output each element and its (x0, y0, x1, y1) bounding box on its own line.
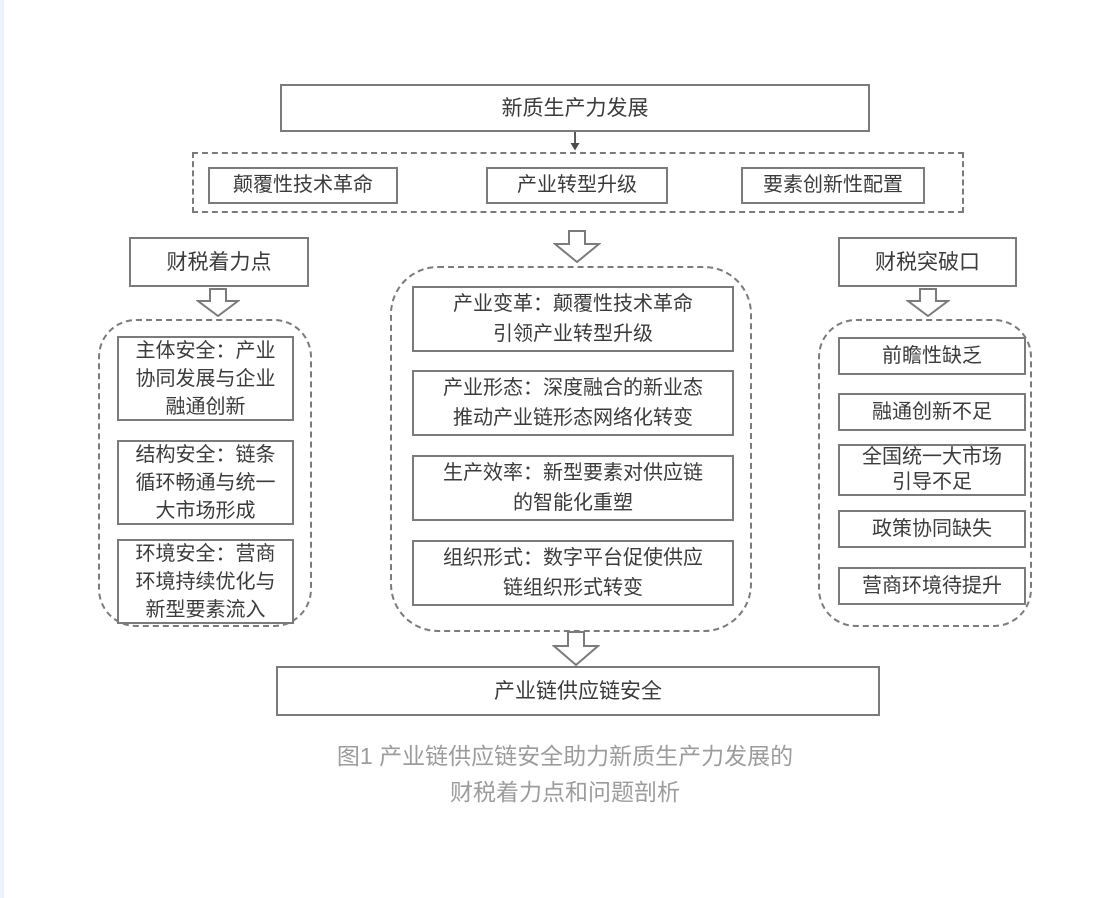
node-lack-of-foresight: 前瞻性缺乏 (838, 337, 1026, 375)
node-organizational-form: 组织形式：数字平台促使供应 链组织形式转变 (412, 540, 734, 606)
node-innovative-factor-allocation: 要素创新性配置 (741, 167, 925, 204)
node-missing-policy-coordination: 政策协同缺失 (838, 510, 1026, 548)
node-disruptive-tech-revolution: 颠覆性技术革命 (208, 167, 398, 204)
block-arrow-down-center-icon (553, 230, 601, 263)
group-drivers (192, 152, 964, 213)
arrow-down-thin-icon (570, 132, 580, 151)
block-arrow-down-left-icon (196, 288, 240, 317)
node-production-efficiency: 生产效率：新型要素对供应链 的智能化重塑 (412, 455, 734, 521)
node-insufficient-integrated-innovation: 融通创新不足 (838, 393, 1026, 431)
node-structural-security: 结构安全：链条 循环畅通与统一 大市场形成 (117, 440, 294, 525)
page-edge-strip (0, 0, 4, 898)
node-fiscal-breakthrough-points: 财税突破口 (838, 237, 1017, 287)
node-fiscal-focus-points: 财税着力点 (129, 237, 309, 287)
node-subject-security: 主体安全：产业 协同发展与企业 融通创新 (117, 336, 294, 421)
block-arrow-down-right-icon (906, 288, 950, 317)
node-new-quality-productivity: 新质生产力发展 (280, 84, 870, 132)
node-industrial-form: 产业形态：深度融合的新业态 推动产业链形态网络化转变 (412, 370, 734, 436)
node-industrial-change: 产业变革：颠覆性技术革命 引领产业转型升级 (412, 286, 734, 352)
node-insufficient-unified-market-guidance: 全国统一大市场 引导不足 (838, 444, 1026, 496)
figure-caption: 图1 产业链供应链安全助力新质生产力发展的 财税着力点和问题剖析 (336, 743, 794, 805)
group-fiscal-focus (98, 319, 312, 627)
node-environmental-security: 环境安全：营商 环境持续优化与 新型要素流入 (117, 539, 294, 624)
node-industrial-supply-chain-security: 产业链供应链安全 (276, 666, 880, 716)
group-problems (818, 319, 1032, 627)
node-industrial-transformation-upgrade: 产业转型升级 (486, 167, 668, 204)
block-arrow-down-bottom-icon (552, 631, 600, 666)
node-business-environment-to-improve: 营商环境待提升 (838, 567, 1026, 605)
